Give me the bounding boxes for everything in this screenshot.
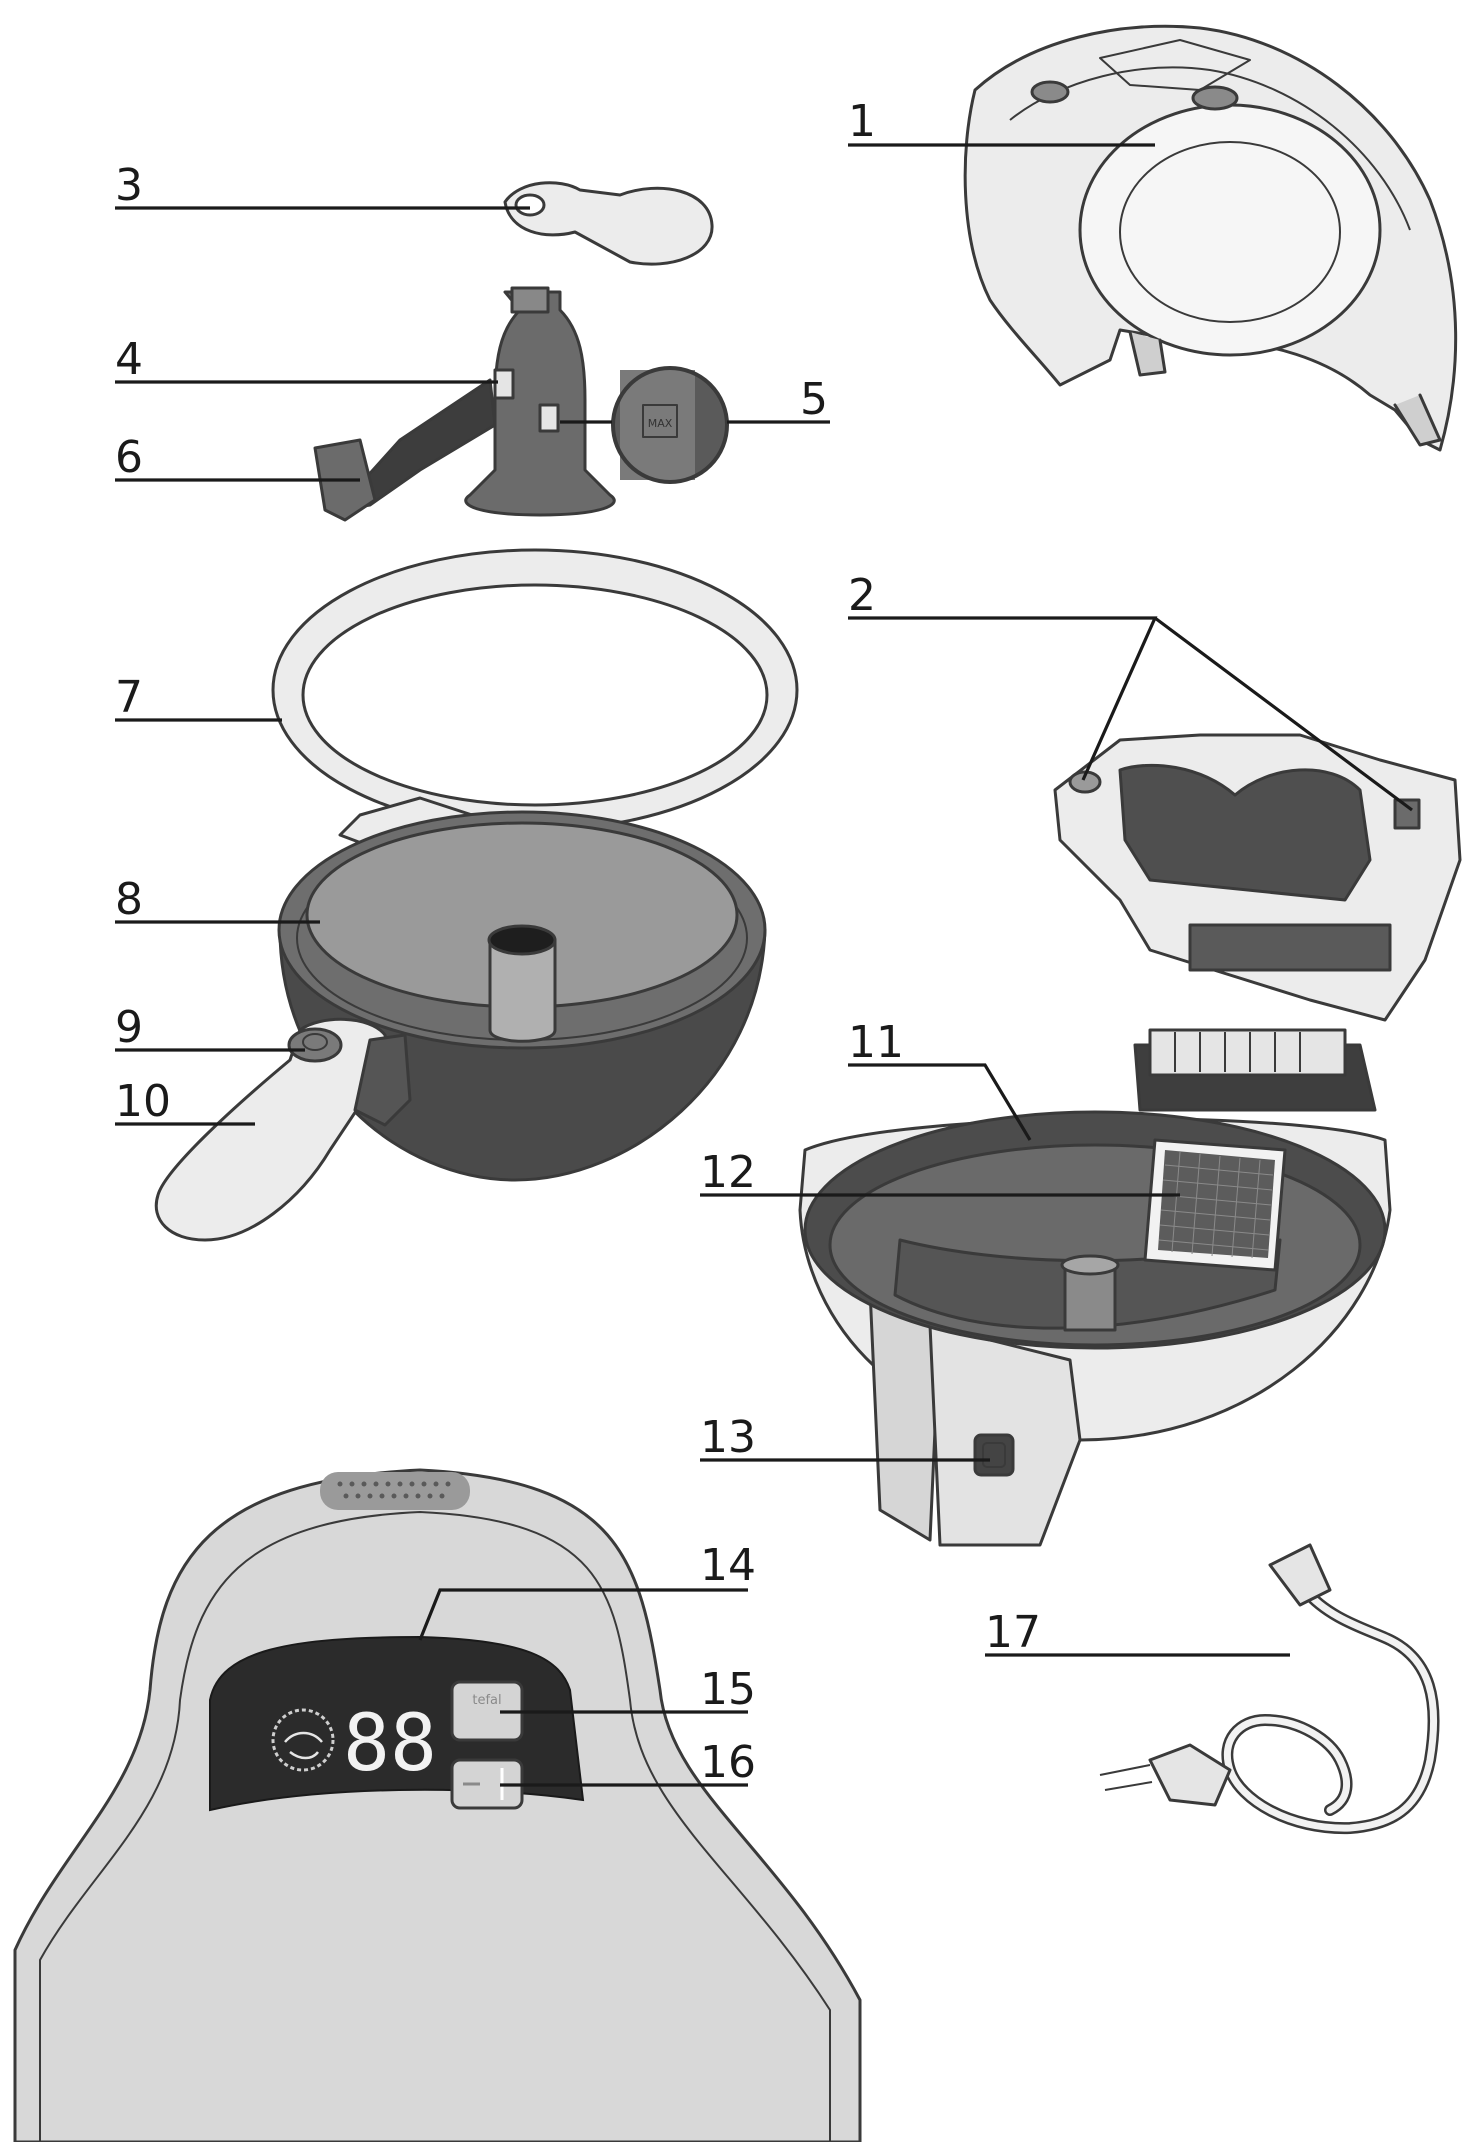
callout-number-9: 9 <box>115 1002 143 1053</box>
ring-illustration <box>271 548 799 882</box>
measuring-spoon-illustration <box>503 181 714 266</box>
brand-label: tefal <box>472 1693 501 1708</box>
leader-11 <box>848 1063 1032 1141</box>
callout-number-6: 6 <box>115 432 143 483</box>
callout-number-7: 7 <box>115 672 143 723</box>
power-cord-illustration <box>1099 1543 1440 1835</box>
callout-number-12: 12 <box>700 1147 756 1198</box>
leader-2 <box>848 616 1413 812</box>
digit-display: 88 <box>343 1699 437 1789</box>
callout-number-1: 1 <box>848 96 876 147</box>
bowl-illustration <box>277 810 767 1182</box>
callout-number-15: 15 <box>700 1664 756 1715</box>
paddle-illustration <box>313 286 616 522</box>
callout-number-11: 11 <box>848 1017 904 1068</box>
callout-number-14: 14 <box>700 1540 756 1591</box>
callout-number-2: 2 <box>848 570 876 621</box>
callout-number-10: 10 <box>115 1076 171 1127</box>
callout-number-4: 4 <box>115 334 143 385</box>
leader-14 <box>418 1588 748 1641</box>
bowl-handle-illustration <box>154 1017 412 1242</box>
callout-number-3: 3 <box>115 160 143 211</box>
max-mark-label: MAX <box>648 417 673 430</box>
lid-illustration <box>963 24 1458 452</box>
callout-number-17: 17 <box>985 1607 1041 1658</box>
max-mark-detail-circle: MAX <box>611 366 729 484</box>
timer-icon <box>271 1708 335 1772</box>
callout-number-5: 5 <box>800 374 828 425</box>
control-panel-illustration: 88 tefal <box>13 1468 862 2142</box>
callout-number-13: 13 <box>700 1412 756 1463</box>
callout-number-8: 8 <box>115 874 143 925</box>
callout-number-16: 16 <box>700 1737 756 1788</box>
main-unit-illustration <box>798 733 1462 1547</box>
